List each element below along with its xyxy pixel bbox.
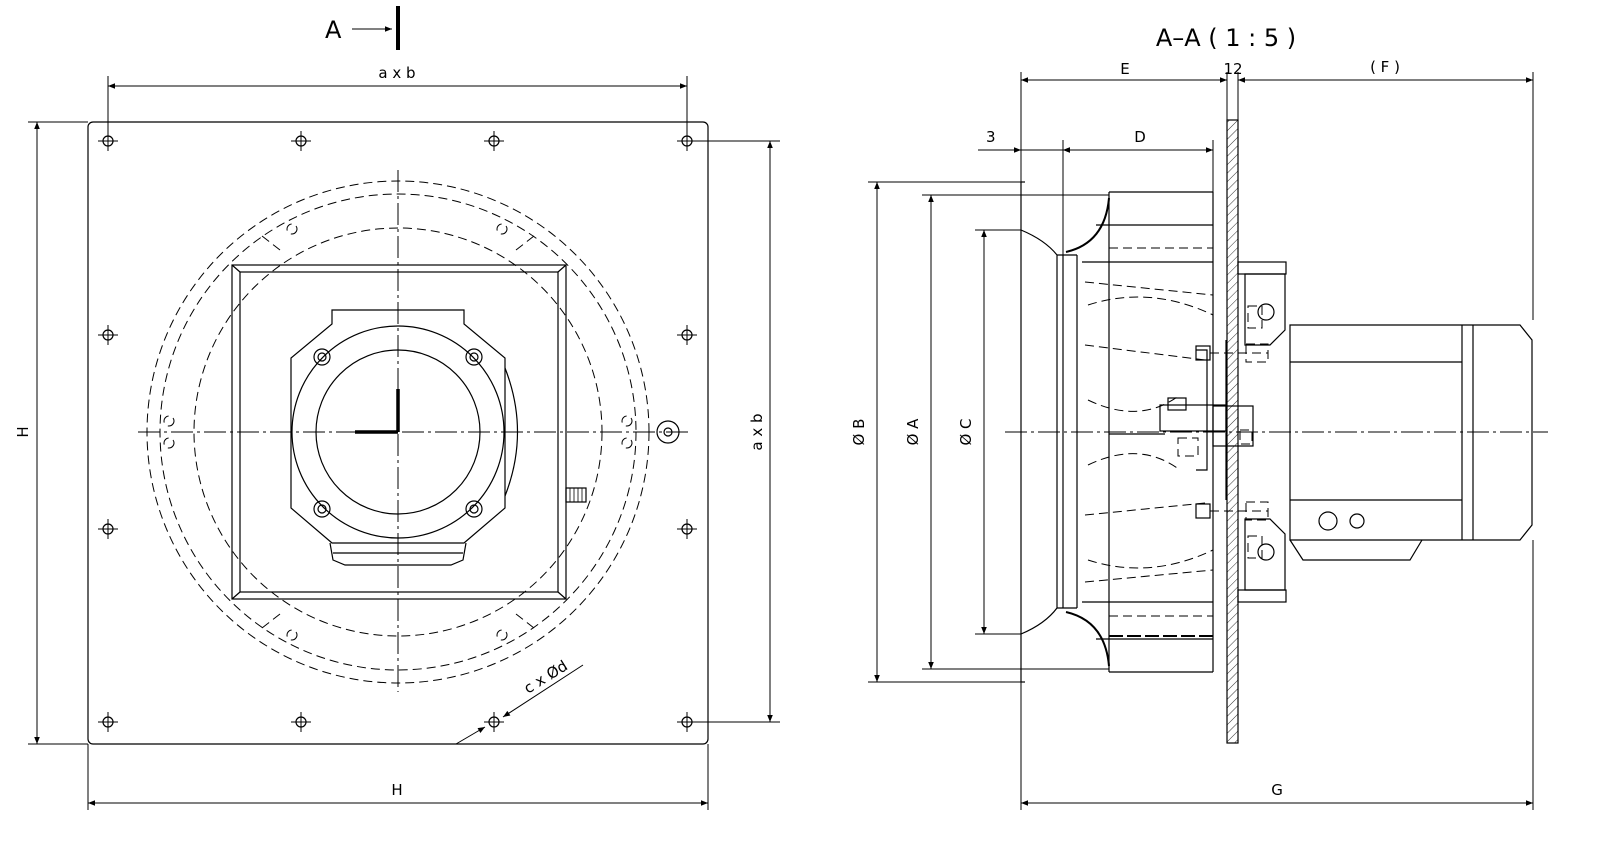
dim-left-label: H	[14, 426, 32, 437]
mounting-hole	[484, 712, 504, 732]
dim-3-label: 3	[986, 128, 996, 146]
motor-housing	[290, 309, 519, 566]
mounting-plate	[87, 121, 709, 745]
impeller-detail-marks	[163, 223, 633, 641]
mount-bolt	[1195, 501, 1269, 521]
mounting-hole	[98, 325, 118, 345]
cable-gland	[565, 487, 587, 503]
impeller	[1065, 191, 1214, 673]
mount-bolt	[1195, 343, 1269, 363]
front-view: a x b H a x b H c x Ød	[14, 64, 780, 810]
mounting-hole	[98, 712, 118, 732]
section-marker-label: A	[325, 16, 342, 44]
mounting-holes	[98, 131, 697, 732]
hole-callout-label: c x Ød	[521, 657, 571, 698]
motor-bolt	[465, 348, 483, 366]
motor-bolts	[313, 348, 483, 518]
dim-b-label: Ø B	[850, 419, 868, 446]
dim-e-label: E	[1120, 60, 1129, 78]
mounting-hole	[677, 325, 697, 345]
dim-f-label: ( F )	[1370, 58, 1400, 76]
dim-c-label: Ø C	[957, 418, 975, 445]
front-dimensions: a x b H a x b H c x Ød	[14, 64, 780, 810]
mounting-hole	[291, 712, 311, 732]
dim-12-label: 12	[1223, 60, 1242, 78]
mounting-hole	[291, 131, 311, 151]
dim-d-label: D	[1134, 128, 1146, 146]
motor-mount	[1237, 261, 1287, 603]
motor-bolt	[313, 348, 331, 366]
dim-a-label: Ø A	[904, 418, 922, 446]
section-title: A–A ( 1 : 5 )	[1156, 24, 1296, 52]
side-view: E 12 ( F ) 3 D G Ø B Ø A	[850, 58, 1548, 810]
front-centerlines	[138, 170, 690, 692]
dim-right-label: a x b	[748, 413, 766, 450]
side-dimensions: E 12 ( F ) 3 D G Ø B Ø A	[850, 58, 1534, 810]
motor	[1289, 324, 1533, 561]
section-marker: A	[325, 6, 400, 50]
motor-bolt	[313, 500, 331, 518]
dim-bottom-label: H	[391, 781, 402, 799]
rotation-marker	[355, 389, 400, 434]
mounting-hole	[677, 519, 697, 539]
dim-g-label: G	[1271, 781, 1283, 799]
mounting-hole	[484, 131, 504, 151]
motor-bolt	[465, 500, 483, 518]
dim-top-label: a x b	[378, 64, 415, 82]
mounting-hole	[98, 519, 118, 539]
mount-bolts	[1195, 343, 1269, 521]
hub	[1159, 340, 1254, 500]
